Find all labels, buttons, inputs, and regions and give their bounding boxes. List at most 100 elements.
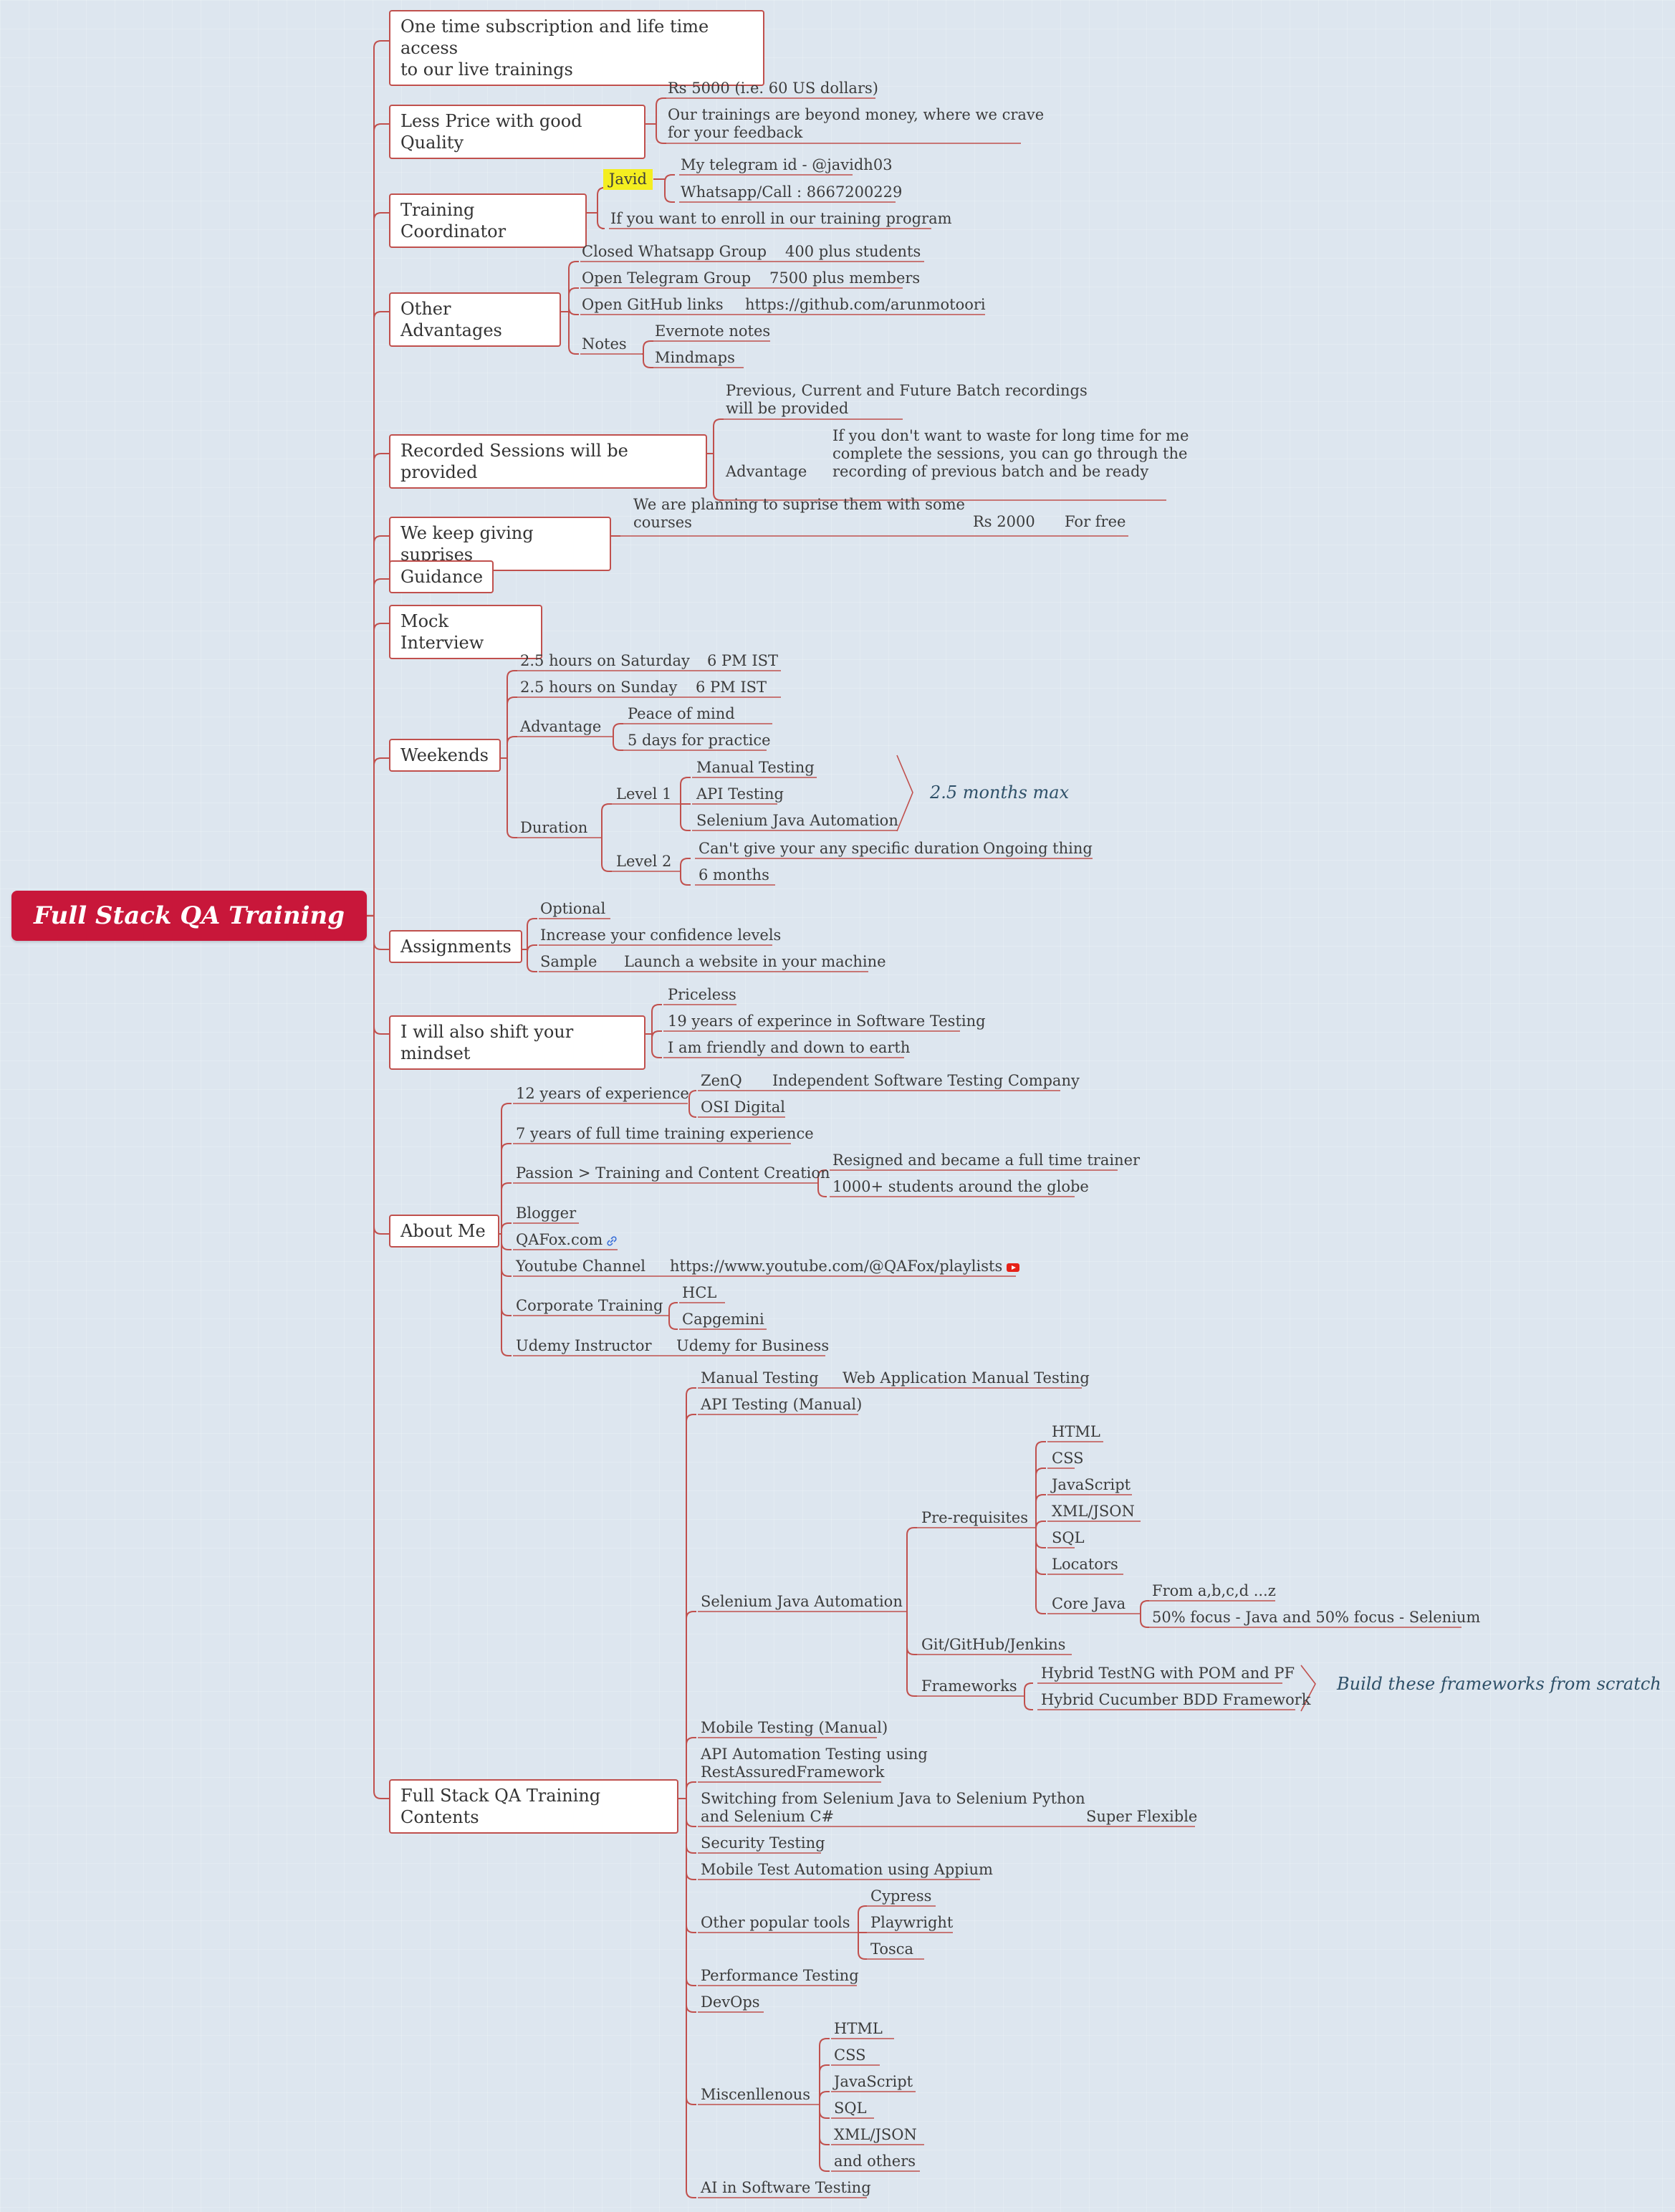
tool-cypress[interactable]: Cypress [870,1887,932,1905]
batch-recordings[interactable]: Previous, Current and Future Batch recor… [726,382,1088,417]
practice-days[interactable]: 5 days for practice [628,732,771,749]
github-links[interactable]: Open GitHub links [582,296,724,313]
weekend-advantage[interactable]: Advantage [520,718,602,735]
prereq-html[interactable]: HTML [1052,1423,1100,1440]
assignment-launch[interactable]: Launch a website in your machine [624,953,886,970]
about-udemy[interactable]: Udemy Instructor [516,1337,652,1354]
sunday-time[interactable]: 6 PM IST [696,679,767,696]
content-restassured[interactable]: API Automation Testing using RestAssured… [701,1746,928,1781]
level1-api[interactable]: API Testing [696,785,784,803]
surprise-price[interactable]: Rs 2000 [973,513,1035,530]
level-1[interactable]: Level 1 [616,785,672,803]
assignment-sample[interactable]: Sample [540,953,597,970]
about-udemy-business[interactable]: Udemy for Business [676,1337,830,1354]
about-12-years[interactable]: 12 years of experience [516,1085,689,1102]
duration-label[interactable]: Duration [520,819,588,836]
frameworks-summary[interactable]: Build these frameworks from scratch [1337,1674,1661,1694]
misc-html[interactable]: HTML [834,2020,883,2037]
level1-summary[interactable]: 2.5 months max [930,782,1070,803]
surprise-plan[interactable]: We are planning to suprise them with som… [633,496,965,531]
level-2[interactable]: Level 2 [616,853,672,870]
mindmaps[interactable]: Mindmaps [655,349,735,366]
content-devops[interactable]: DevOps [701,1993,760,2011]
content-web-manual[interactable]: Web Application Manual Testing [843,1369,1090,1387]
telegram-group[interactable]: Open Telegram Group [582,269,752,287]
prereq-core-java[interactable]: Core Java [1052,1595,1126,1612]
about-qafox[interactable]: QAFox.com [516,1231,617,1249]
telegram-count[interactable]: 7500 plus members [769,269,921,287]
about-youtube[interactable]: Youtube Channel [516,1258,646,1275]
level2-six-months[interactable]: 6 months [699,866,769,884]
coordinator-whatsapp[interactable]: Whatsapp/Call : 8667200229 [681,183,903,201]
content-misc[interactable]: Miscenllenous [701,2086,811,2103]
saturday-time[interactable]: 6 PM IST [707,652,779,669]
about-capgemini[interactable]: Capgemini [682,1311,764,1328]
recorded-advantage-text[interactable]: If you don't want to waste for long time… [832,427,1189,480]
topic-mock-interview[interactable]: Mock Interview [389,605,542,659]
about-hcl[interactable]: HCL [682,1284,717,1301]
topic-recorded[interactable]: Recorded Sessions will be provided [389,434,707,489]
content-frameworks[interactable]: Frameworks [921,1677,1017,1695]
saturday-hours[interactable]: 2.5 hours on Saturday [520,652,690,669]
assignment-optional[interactable]: Optional [540,900,606,917]
whatsapp-count[interactable]: 400 plus students [785,243,921,260]
level1-selenium[interactable]: Selenium Java Automation [696,812,898,829]
sunday-hours[interactable]: 2.5 hours on Sunday [520,679,678,696]
price-cost[interactable]: Rs 5000 (i.e. 60 US dollars) [668,80,878,97]
mindset-years[interactable]: 19 years of experince in Software Testin… [668,1012,986,1030]
price-beyond-money[interactable]: Our trainings are beyond money, where we… [668,106,1045,141]
prereq-locators[interactable]: Locators [1052,1556,1118,1573]
root-topic[interactable]: Full Stack QA Training [11,891,367,941]
topic-guidance[interactable]: Guidance [389,560,494,593]
about-passion[interactable]: Passion > Training and Content Creation [516,1164,830,1182]
about-resigned[interactable]: Resigned and became a full time trainer [832,1152,1141,1169]
content-ai[interactable]: AI in Software Testing [701,2179,871,2196]
youtube-icon[interactable] [1007,1263,1020,1272]
topic-contents[interactable]: Full Stack QA Training Contents [389,1779,678,1834]
content-flexible[interactable]: Super Flexible [1086,1808,1198,1825]
core-java-focus[interactable]: 50% focus - Java and 50% focus - Seleniu… [1152,1609,1481,1626]
topic-mindset[interactable]: I will also shift your mindset [389,1015,645,1070]
coordinator-telegram[interactable]: My telegram id - @javidh03 [681,156,893,173]
content-mobile-manual[interactable]: Mobile Testing (Manual) [701,1719,888,1736]
about-independent[interactable]: Independent Software Testing Company [772,1072,1080,1089]
assignment-confidence[interactable]: Increase your confidence levels [540,927,782,944]
tool-tosca[interactable]: Tosca [870,1940,914,1958]
youtube-url-label[interactable]: https://www.youtube.com/@QAFox/playlists [670,1258,1003,1275]
misc-js[interactable]: JavaScript [834,2073,913,2090]
misc-sql[interactable]: SQL [834,2100,867,2117]
recorded-advantage[interactable]: Advantage [726,463,807,480]
core-java-abcd[interactable]: From a,b,c,d ...z [1152,1582,1276,1599]
topic-subscription[interactable]: One time subscription and life time acce… [389,10,764,86]
level2-ongoing[interactable]: Ongoing thing [983,840,1093,857]
about-corporate[interactable]: Corporate Training [516,1297,663,1314]
github-url[interactable]: https://github.com/arunmotoori [745,296,986,313]
topic-coordinator[interactable]: Training Coordinator [389,193,587,248]
about-zenq[interactable]: ZenQ [701,1072,742,1089]
content-git[interactable]: Git/GitHub/Jenkins [921,1636,1066,1653]
about-7-years[interactable]: 7 years of full time training experience [516,1125,814,1142]
coordinator-enroll[interactable]: If you want to enroll in our training pr… [610,210,952,227]
mindset-friendly[interactable]: I am friendly and down to earth [668,1039,911,1056]
about-blogger[interactable]: Blogger [516,1205,577,1222]
content-security[interactable]: Security Testing [701,1834,825,1852]
content-switching[interactable]: Switching from Selenium Java to Selenium… [701,1790,1085,1825]
content-prereq[interactable]: Pre-requisites [921,1509,1028,1526]
evernote-notes[interactable]: Evernote notes [655,322,771,340]
surprise-free[interactable]: For free [1065,513,1126,530]
content-performance[interactable]: Performance Testing [701,1967,859,1984]
notes-label[interactable]: Notes [582,335,627,353]
peace-of-mind[interactable]: Peace of mind [628,705,735,722]
about-osi[interactable]: OSI Digital [701,1098,785,1116]
topic-about-me[interactable]: About Me [389,1215,499,1248]
topic-advantages[interactable]: Other Advantages [389,292,561,347]
qafox-label[interactable]: QAFox.com [516,1231,603,1248]
content-appium[interactable]: Mobile Test Automation using Appium [701,1861,993,1878]
prereq-sql[interactable]: SQL [1052,1529,1085,1546]
coordinator-name[interactable]: Javid [603,169,653,190]
topic-price[interactable]: Less Price with good Quality [389,105,645,159]
misc-xml[interactable]: XML/JSON [834,2126,917,2143]
prereq-js[interactable]: JavaScript [1052,1476,1131,1493]
content-manual[interactable]: Manual Testing [701,1369,819,1387]
prereq-xml[interactable]: XML/JSON [1052,1503,1135,1520]
